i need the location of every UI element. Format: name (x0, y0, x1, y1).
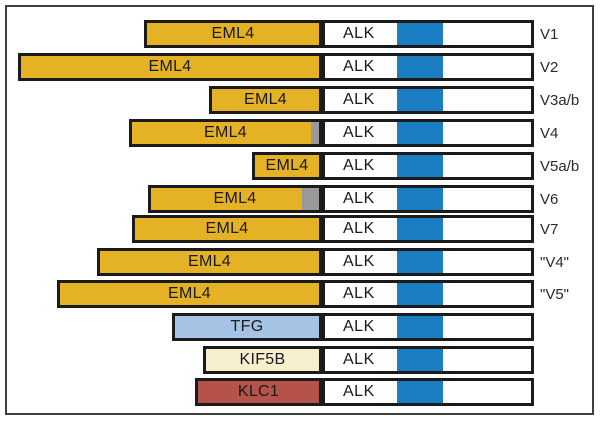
alk-label: ALK (343, 124, 375, 141)
kinase-domain-segment (397, 283, 443, 305)
insertion-segment (302, 188, 319, 210)
eml4-gene-bar: EML4 (148, 185, 322, 213)
kinase-domain-segment (397, 251, 443, 273)
fusion-row-v4: EML4 ALK "V4" (0, 248, 600, 276)
fusion-row-v5a-b: EML4 ALK V5a/b (0, 152, 600, 180)
alk-label: ALK (343, 351, 375, 368)
gene-label: EML4 (148, 58, 192, 75)
fusion-row-v2: EML4 ALK V2 (0, 53, 600, 81)
variant-label-v2: V2 (540, 58, 559, 76)
eml4-gene-bar: EML4 (252, 152, 322, 180)
fusion-row-tfg: TFG ALK (0, 313, 600, 341)
eml4-gene-bar: EML4 (97, 248, 322, 276)
fusion-row-klc1: KLC1 ALK (0, 378, 600, 406)
kinase-domain-segment (397, 349, 443, 371)
alk-gene-bar: ALK (322, 378, 534, 406)
kinase-domain-segment (397, 122, 443, 144)
alk-label: ALK (343, 318, 375, 335)
gene-label: EML4 (204, 124, 247, 141)
eml4-gene-bar: EML4 (144, 20, 322, 48)
fusion-row-kif5b: KIF5B ALK (0, 346, 600, 374)
alk-gene-bar: ALK (322, 346, 534, 374)
gene-label: EML4 (168, 285, 211, 302)
kinase-domain-segment (397, 23, 443, 45)
alk-label: ALK (343, 383, 375, 400)
alk-gene-bar: ALK (322, 119, 534, 147)
variant-label-v4: "V4" (540, 253, 569, 271)
gene-label: TFG (230, 318, 264, 335)
gene-label: EML4 (188, 253, 231, 270)
alk-label: ALK (343, 253, 375, 270)
variant-label-v6: V6 (540, 190, 559, 208)
alk-label: ALK (343, 285, 375, 302)
alk-label: ALK (343, 157, 375, 174)
alk-gene-bar: ALK (322, 215, 534, 243)
klc1-gene-bar: KLC1 (195, 378, 322, 406)
kinase-domain-segment (397, 89, 443, 111)
alk-label: ALK (343, 220, 375, 237)
gene-label: EML4 (211, 25, 255, 42)
variant-label-v3a-b: V3a/b (540, 91, 580, 109)
variant-label-v4: V4 (540, 124, 559, 142)
alk-gene-bar: ALK (322, 248, 534, 276)
gene-label: KIF5B (239, 351, 286, 368)
eml4-gene-bar: EML4 (132, 215, 322, 243)
kinase-domain-segment (397, 316, 443, 338)
tfg-gene-bar: TFG (172, 313, 322, 341)
alk-gene-bar: ALK (322, 280, 534, 308)
alk-gene-bar: ALK (322, 152, 534, 180)
variant-label-v5a-b: V5a/b (540, 157, 580, 175)
kif5b-gene-bar: KIF5B (203, 346, 322, 374)
eml4-gene-bar: EML4 (209, 86, 322, 114)
eml4-gene-bar: EML4 (57, 280, 322, 308)
eml4-gene-bar: EML4 (129, 119, 322, 147)
variant-label-v5: "V5" (540, 285, 569, 303)
eml4-gene-bar: EML4 (18, 53, 322, 81)
alk-gene-bar: ALK (322, 20, 534, 48)
gene-label: EML4 (213, 190, 257, 207)
fusion-row-v3a-b: EML4 ALK V3a/b (0, 86, 600, 114)
kinase-domain-segment (397, 155, 443, 177)
fusion-row-v4: EML4 ALK V4 (0, 119, 600, 147)
alk-gene-bar: ALK (322, 313, 534, 341)
alk-label: ALK (343, 190, 375, 207)
fusion-row-v5: EML4 ALK "V5" (0, 280, 600, 308)
kinase-domain-segment (397, 218, 443, 240)
variant-label-v7: V7 (540, 220, 559, 238)
kinase-domain-segment (397, 381, 443, 403)
kinase-domain-segment (397, 188, 443, 210)
insertion-segment (311, 122, 319, 144)
alk-label: ALK (343, 91, 375, 108)
variant-label-v1: V1 (540, 25, 559, 43)
gene-label: EML4 (205, 220, 249, 237)
kinase-domain-segment (397, 56, 443, 78)
alk-gene-bar: ALK (322, 53, 534, 81)
alk-label: ALK (343, 25, 375, 42)
fusion-row-v6: EML4 ALK V6 (0, 185, 600, 213)
fusion-row-v7: EML4 ALK V7 (0, 215, 600, 243)
fusion-row-v1: EML4 ALK V1 (0, 20, 600, 48)
alk-gene-bar: ALK (322, 86, 534, 114)
gene-label: EML4 (244, 91, 287, 108)
alk-gene-bar: ALK (322, 185, 534, 213)
gene-label: EML4 (265, 157, 309, 174)
alk-label: ALK (343, 58, 375, 75)
gene-label: KLC1 (237, 383, 280, 400)
